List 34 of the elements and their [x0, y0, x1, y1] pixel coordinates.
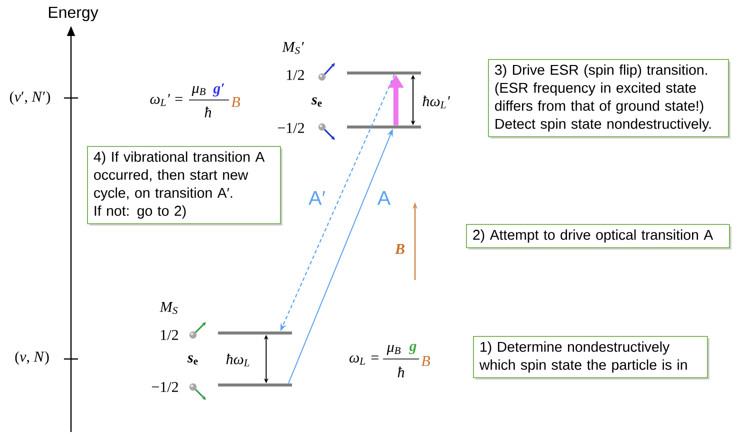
- quantum-number: 1/2: [286, 70, 304, 80]
- equation-text: μ$_{B}$: [192, 86, 206, 96]
- equation-text: ħ: [398, 366, 404, 378]
- tick-label: (v, N): [15, 351, 49, 365]
- equation-text: B: [231, 97, 240, 107]
- equation-text: B: [421, 356, 430, 366]
- equation-text: g: [408, 344, 416, 354]
- symbol-label: M$_{S}$: [160, 302, 178, 314]
- equation-text: g′: [212, 83, 224, 96]
- energy-level: [347, 72, 421, 74]
- symbol-label: M$_{S}$′: [282, 42, 304, 54]
- quantum-number: −1/2: [278, 122, 304, 134]
- edge-label: ħω$_{L}$′: [421, 94, 451, 110]
- energy-level: [347, 126, 421, 128]
- edge-label: A: [376, 190, 392, 206]
- equation-text: μ$_{B}$: [386, 344, 400, 356]
- tick-label: (v′, N′): [10, 91, 50, 105]
- step-box: 2) Attempt to drive optical transition A: [466, 224, 732, 250]
- energy-level: [218, 384, 292, 386]
- equation-text: ω$_{L}$′ =: [150, 94, 182, 106]
- energy-level: [218, 332, 292, 334]
- quantum-number: −1/2: [152, 382, 178, 392]
- equation-text: ω$_{L}$ =: [350, 355, 378, 365]
- step-box: 1) Determine nondestructively which spin state the particle is in: [473, 336, 710, 380]
- step-box: 3) Drive ESR (spin flip) transition. (ESR frequency in excited state differs from that of ground state!) Detect spin state nondestructively.: [488, 59, 730, 139]
- spin-symbol: s$_{e}$: [311, 97, 322, 107]
- step-box: 4) If vibrational transition A occurred, then start new cycle, on transition A′. If not: go to 2): [87, 146, 282, 226]
- quantum-number: 1/2: [160, 330, 178, 340]
- spin-symbol: s$_{e}$: [187, 355, 198, 365]
- field-label: B: [394, 244, 404, 254]
- equation-text: ħ: [204, 106, 212, 118]
- axis-title: Energy: [48, 6, 98, 22]
- edge-label: A′: [307, 190, 327, 206]
- edge-label: ħω$_{L}$: [224, 352, 252, 368]
